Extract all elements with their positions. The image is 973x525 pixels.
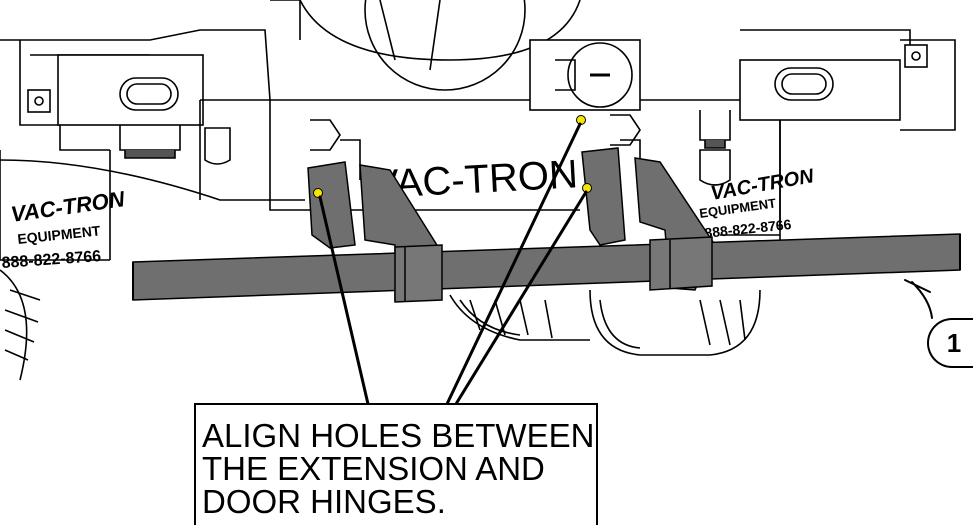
right-hinge-plate (581, 147, 626, 246)
callout-line-3: DOOR HINGES. (202, 483, 446, 520)
left-hinge-plate (307, 161, 356, 249)
right-sleeve (649, 236, 713, 291)
extension-bar (132, 233, 961, 301)
hole-markers (313, 115, 592, 198)
decal-right-line3: 888-822-8766 (704, 216, 793, 241)
hole-marker-left (313, 188, 323, 198)
item-balloon-number: 1 (946, 328, 962, 358)
leader-line-balloon (904, 279, 933, 319)
callout-box: ALIGN HOLES BETWEEN THE EXTENSION AND DO… (194, 403, 598, 525)
left-sleeve (394, 244, 443, 303)
leader-lines (318, 122, 933, 406)
item-balloon: 1 (927, 318, 973, 368)
leader-line-right-upper (445, 122, 582, 406)
trailer-body (0, 0, 956, 381)
leader-line-right-lower (454, 190, 588, 406)
callout-line-1: ALIGN HOLES BETWEEN (202, 417, 595, 454)
decal-left: VAC-TRON EQUIPMENT 888-822-8766 (1, 186, 127, 272)
decal-left-line2: EQUIPMENT (17, 222, 102, 247)
leader-line-left (318, 195, 370, 406)
callout-line-2: THE EXTENSION AND (202, 450, 545, 487)
decal-left-line3: 888-822-8766 (1, 248, 102, 272)
